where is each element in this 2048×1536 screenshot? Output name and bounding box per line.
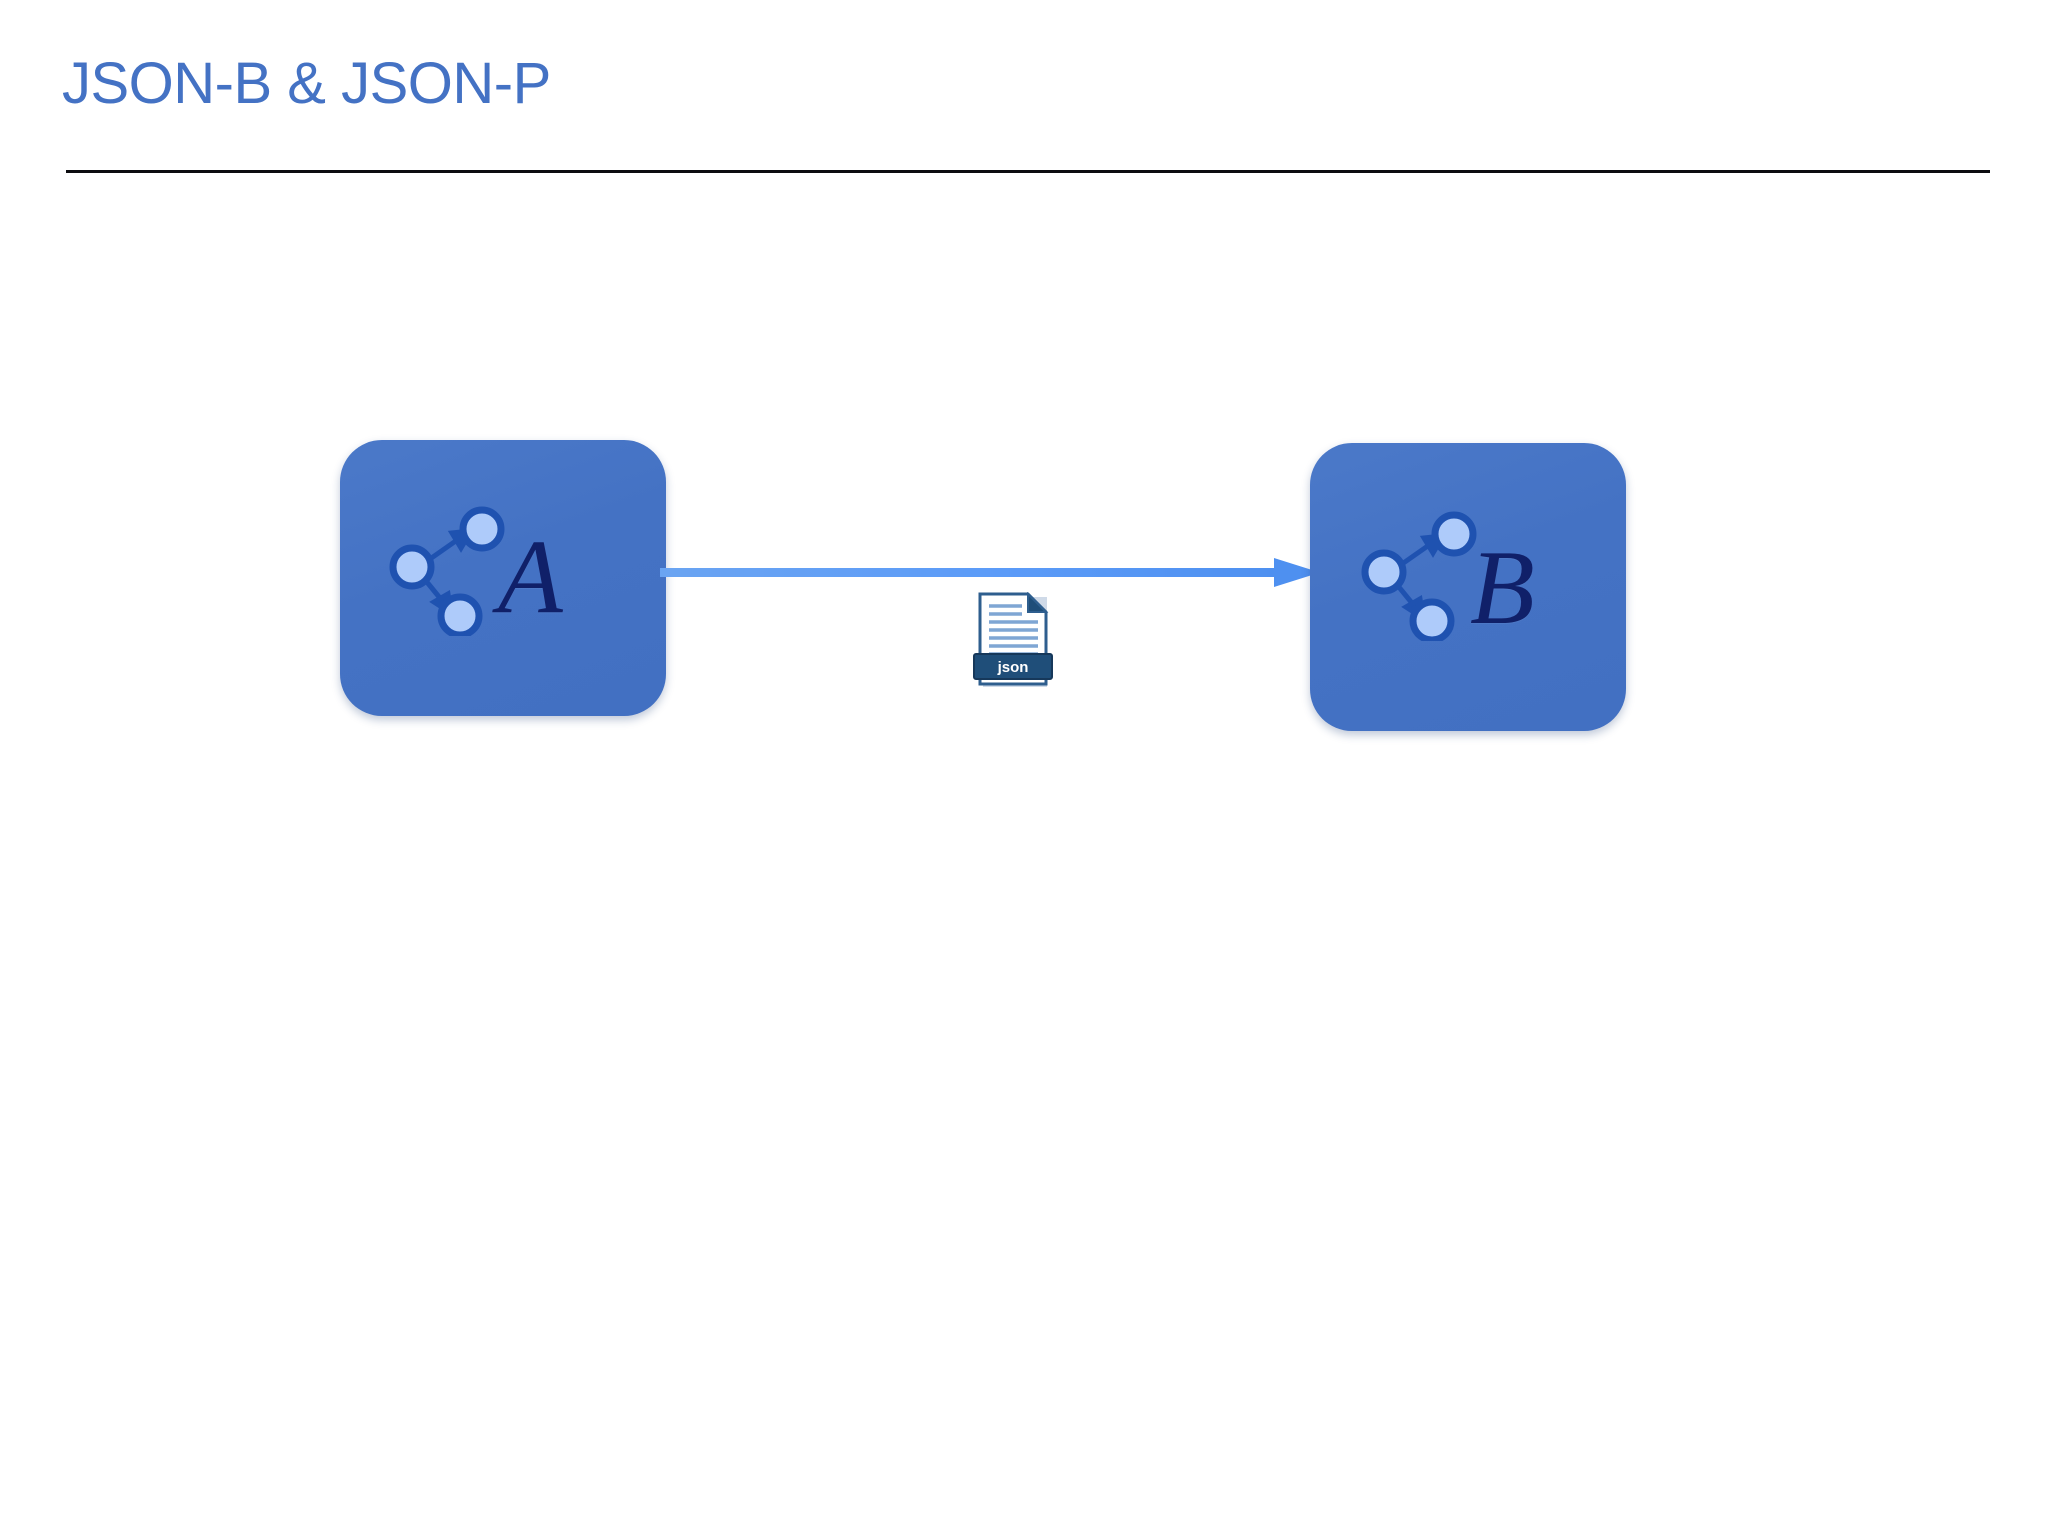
title-divider <box>66 170 1990 173</box>
object-graph-icon <box>388 506 518 639</box>
node-b-content: B <box>1310 443 1626 731</box>
connector-a-to-b <box>660 548 1320 600</box>
object-graph-icon <box>1360 511 1490 644</box>
json-file-icon[interactable]: json <box>972 591 1056 692</box>
node-b-label: B <box>1470 529 1535 646</box>
node-a-label: A <box>498 518 563 635</box>
node-a-content: A <box>340 440 666 716</box>
json-file-label: json <box>997 659 1029 676</box>
node-box-b[interactable]: B <box>1310 443 1626 731</box>
page-title: JSON-B & JSON-P <box>62 51 551 116</box>
node-box-a[interactable]: A <box>340 440 666 716</box>
